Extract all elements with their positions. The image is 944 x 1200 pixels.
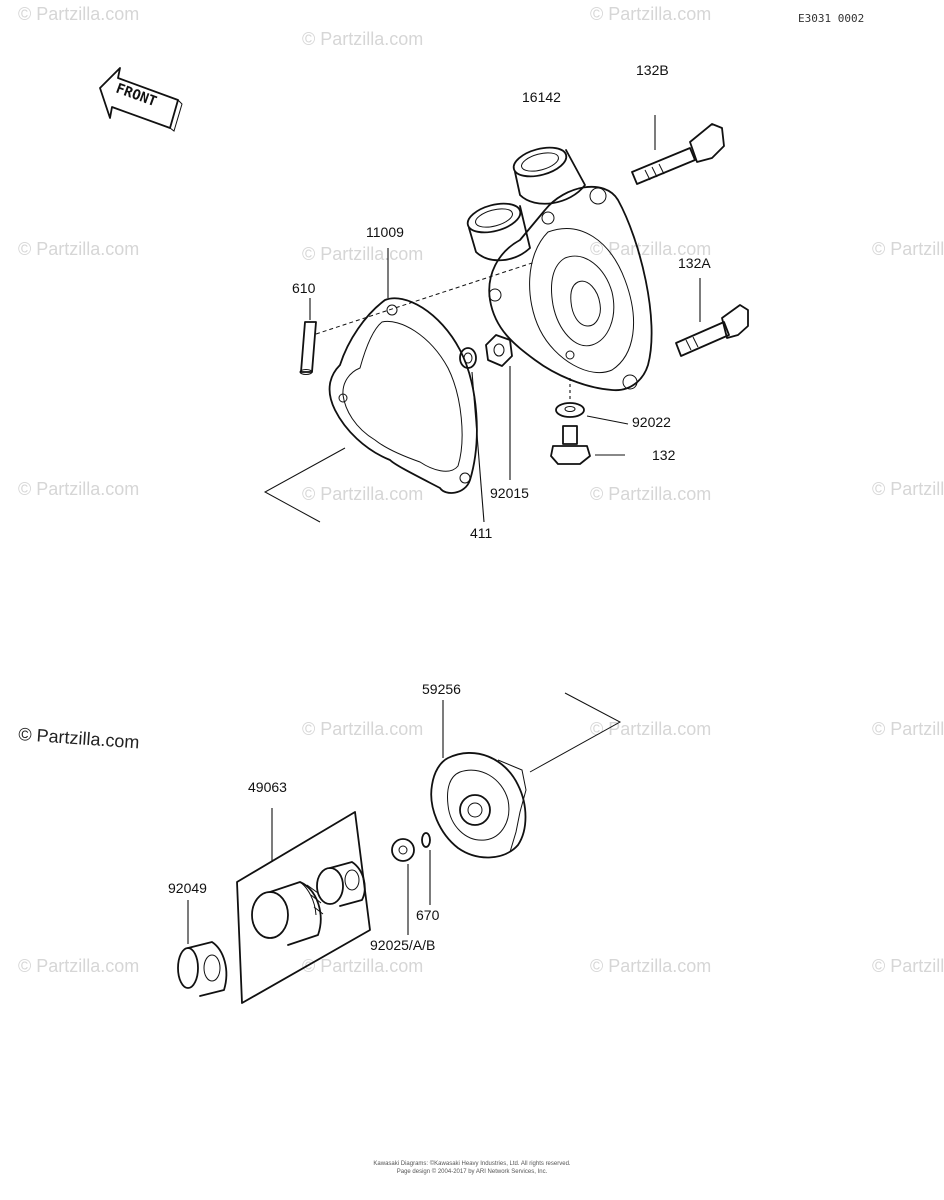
watermark: © Partzilla.com <box>590 4 711 24</box>
watermark-prominent: © Partzilla.com <box>18 724 140 752</box>
watermark: © Partzilla.com <box>302 719 423 739</box>
assembly-line <box>315 261 536 335</box>
watermark: © Partzilla.com <box>18 239 139 259</box>
washer-92022 <box>555 378 629 425</box>
watermark: © Partzilla.com <box>590 719 711 739</box>
dowel-pin-610 <box>299 298 317 375</box>
watermark: © Partzilla.com <box>590 956 711 976</box>
watermark: © Partzilla.com <box>18 4 139 24</box>
pump-cover-16142 <box>466 146 653 391</box>
bracket-line-lower <box>529 692 622 773</box>
label-610: 610 <box>292 280 316 296</box>
watermark: © Partzilla.com <box>872 479 944 499</box>
label-411: 411 <box>470 525 493 541</box>
label-132: 132 <box>652 447 676 463</box>
label-132A: 132A <box>678 255 711 271</box>
watermark: © Partzilla.com <box>302 29 423 49</box>
watermark: © Partzilla.com <box>872 956 944 976</box>
watermark: © Partzilla.com <box>18 479 139 499</box>
label-132B: 132B <box>636 62 669 78</box>
watermark: © Partzilla.com <box>590 239 711 259</box>
watermark: © Partzilla.com <box>590 484 711 504</box>
label-92022: 92022 <box>632 414 671 430</box>
label-670: 670 <box>416 907 440 923</box>
footer-line-1: Kawasaki Diagrams: ©Kawasaki Heavy Indus… <box>373 1160 571 1167</box>
o-ring-670 <box>421 832 431 905</box>
gasket-11009 <box>328 248 478 494</box>
impeller-59256 <box>430 700 527 859</box>
bracket-line <box>263 447 346 523</box>
watermark: © Partzilla.com <box>302 484 423 504</box>
nut-92015 <box>485 334 513 480</box>
watermark: © Partzilla.com <box>302 244 423 264</box>
label-49063: 49063 <box>248 779 287 795</box>
watermark: © Partzilla.com <box>302 956 423 976</box>
label-11009: 11009 <box>366 224 404 240</box>
bolt-132B <box>631 115 725 185</box>
label-92015: 92015 <box>490 485 529 501</box>
label-59256: 59256 <box>422 681 461 697</box>
label-16142: 16142 <box>522 89 561 105</box>
watermark-grid: © Partzilla.com © Partzilla.com © Partzi… <box>18 4 944 976</box>
diagram-code: E3031 0002 <box>798 12 864 25</box>
seal-kit-49063 <box>236 808 371 1004</box>
footer-line-2: Page design © 2004-2017 by ARI Network S… <box>397 1168 548 1175</box>
front-arrow-icon: FRONT <box>99 67 183 132</box>
watermark: © Partzilla.com <box>872 719 944 739</box>
washer-92025 <box>391 838 415 935</box>
label-92025: 92025/A/B <box>370 937 435 953</box>
label-92049: 92049 <box>168 880 207 896</box>
oil-seal-92049 <box>177 900 228 997</box>
bolt-132 <box>550 425 625 465</box>
o-ring-411 <box>459 347 485 523</box>
watermark: © Partzilla.com <box>18 956 139 976</box>
part-labels: 16142 132B 11009 132A 610 92022 132 9201… <box>168 62 711 953</box>
watermark: © Partzilla.com <box>872 239 944 259</box>
bolt-132A <box>675 278 749 357</box>
